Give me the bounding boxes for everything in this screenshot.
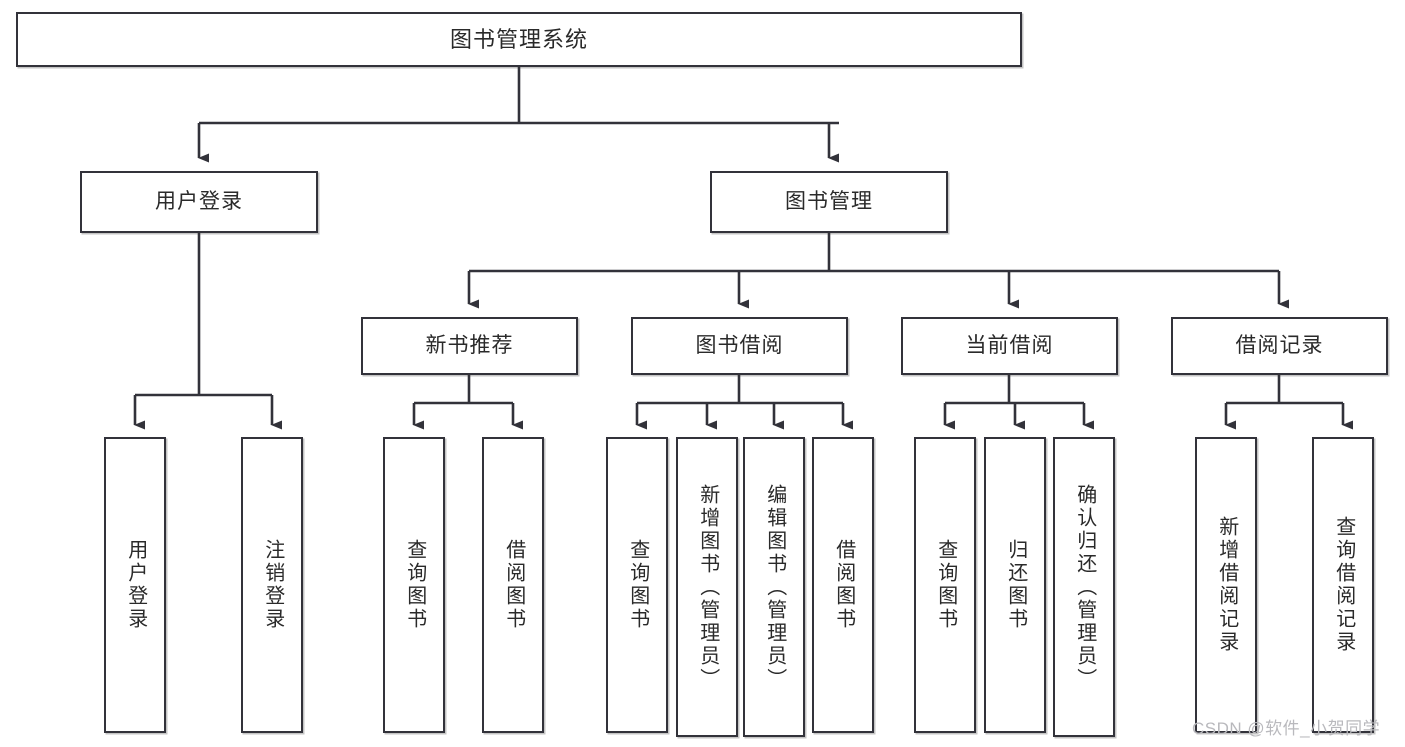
- node-label: 查询图书: [626, 539, 649, 631]
- leaf-borrow-borrow-book[interactable]: 借阅图书: [812, 437, 874, 733]
- leaf-user-login-signin[interactable]: 用户登录: [104, 437, 166, 733]
- node-current-borrow[interactable]: 当前借阅: [901, 317, 1118, 375]
- leaf-records-add[interactable]: 新增借阅记录: [1195, 437, 1257, 733]
- node-label: 图书管理: [785, 189, 873, 213]
- node-label: 归还图书: [1004, 539, 1027, 631]
- node-book-management[interactable]: 图书管理: [710, 171, 948, 233]
- leaf-records-query[interactable]: 查询借阅记录: [1312, 437, 1374, 733]
- node-borrow-records[interactable]: 借阅记录: [1171, 317, 1388, 375]
- node-label: 当前借阅: [965, 333, 1054, 357]
- leaf-borrow-query[interactable]: 查询图书: [606, 437, 668, 733]
- node-label: 新书推荐: [425, 333, 514, 357]
- node-root-system[interactable]: 图书管理系统: [16, 12, 1022, 67]
- leaf-user-login-signout[interactable]: 注销登录: [241, 437, 303, 733]
- node-label: 确认归还（管理员）: [1073, 483, 1096, 691]
- node-label: 借阅图书: [502, 539, 525, 631]
- leaf-borrow-edit-book-admin[interactable]: 编辑图书（管理员）: [743, 437, 805, 737]
- leaf-new-books-borrow[interactable]: 借阅图书: [482, 437, 544, 733]
- node-new-book-recommend[interactable]: 新书推荐: [361, 317, 578, 375]
- node-label: 图书管理系统: [449, 26, 588, 52]
- node-label: 图书借阅: [695, 333, 784, 357]
- node-label: 用户登录: [124, 539, 147, 631]
- leaf-current-confirm-return-admin[interactable]: 确认归还（管理员）: [1053, 437, 1115, 737]
- node-label: 查询借阅记录: [1332, 516, 1355, 654]
- node-label: 借阅图书: [832, 539, 855, 631]
- node-user-login[interactable]: 用户登录: [80, 171, 318, 233]
- node-label: 借阅记录: [1235, 333, 1324, 357]
- node-label: 查询图书: [934, 539, 957, 631]
- leaf-current-return-book[interactable]: 归还图书: [984, 437, 1046, 733]
- node-label: 查询图书: [403, 539, 426, 631]
- node-label: 新增借阅记录: [1215, 516, 1238, 654]
- node-label: 新增图书（管理员）: [696, 483, 719, 691]
- node-label: 编辑图书（管理员）: [763, 483, 786, 691]
- node-label: 用户登录: [155, 189, 243, 213]
- leaf-current-query[interactable]: 查询图书: [914, 437, 976, 733]
- node-label: 注销登录: [261, 539, 284, 631]
- leaf-borrow-add-book-admin[interactable]: 新增图书（管理员）: [676, 437, 738, 737]
- leaf-new-books-query[interactable]: 查询图书: [383, 437, 445, 733]
- node-book-borrow[interactable]: 图书借阅: [631, 317, 848, 375]
